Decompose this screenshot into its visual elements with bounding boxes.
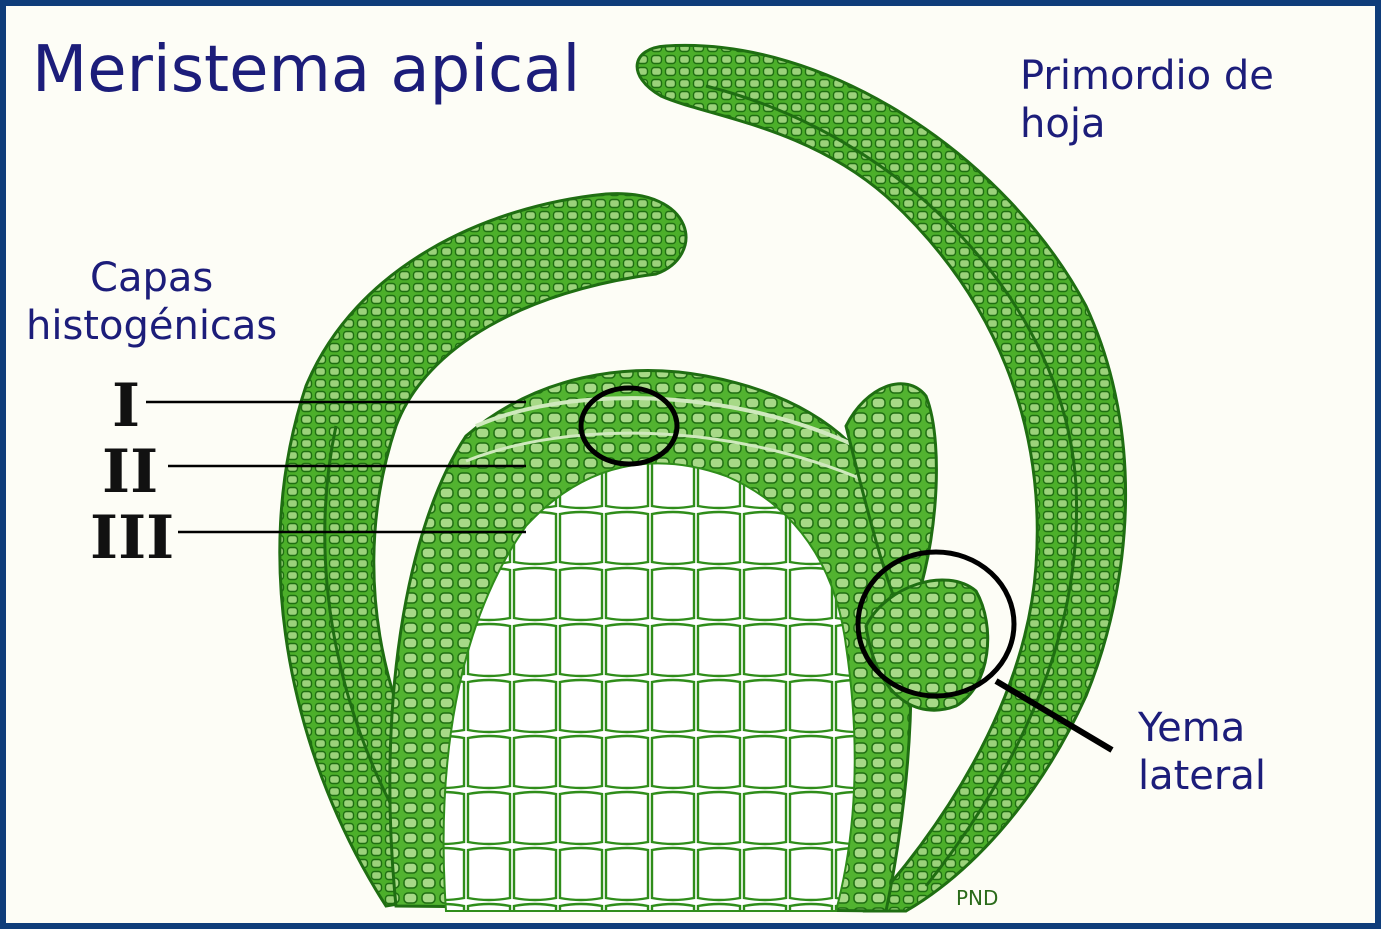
leaf-primordium-label-line1: Primordio de [1020, 52, 1274, 100]
layer-III-label: III [90, 508, 174, 568]
artist-signature: PND [956, 886, 998, 910]
diagram-title: Meristema apical [32, 32, 580, 109]
histogenic-layers-label-line1: Capas [26, 254, 277, 302]
layer-I-label: I [112, 376, 140, 436]
leaf-primordium-label: Primordio de hoja [1020, 52, 1274, 148]
histogenic-layers-label-line2: histogénicas [26, 302, 277, 350]
lateral-bud-label-line2: lateral [1138, 752, 1266, 800]
layer-II-label: II [102, 442, 158, 502]
diagram-slide: Meristema apical Primordio de hoja Capas… [6, 6, 1375, 923]
histogenic-layers-label: Capas histogénicas [26, 254, 277, 350]
lateral-bud-label-line1: Yema [1138, 704, 1266, 752]
leaf-primordium-label-line2: hoja [1020, 100, 1274, 148]
lateral-bud-label: Yema lateral [1138, 704, 1266, 800]
